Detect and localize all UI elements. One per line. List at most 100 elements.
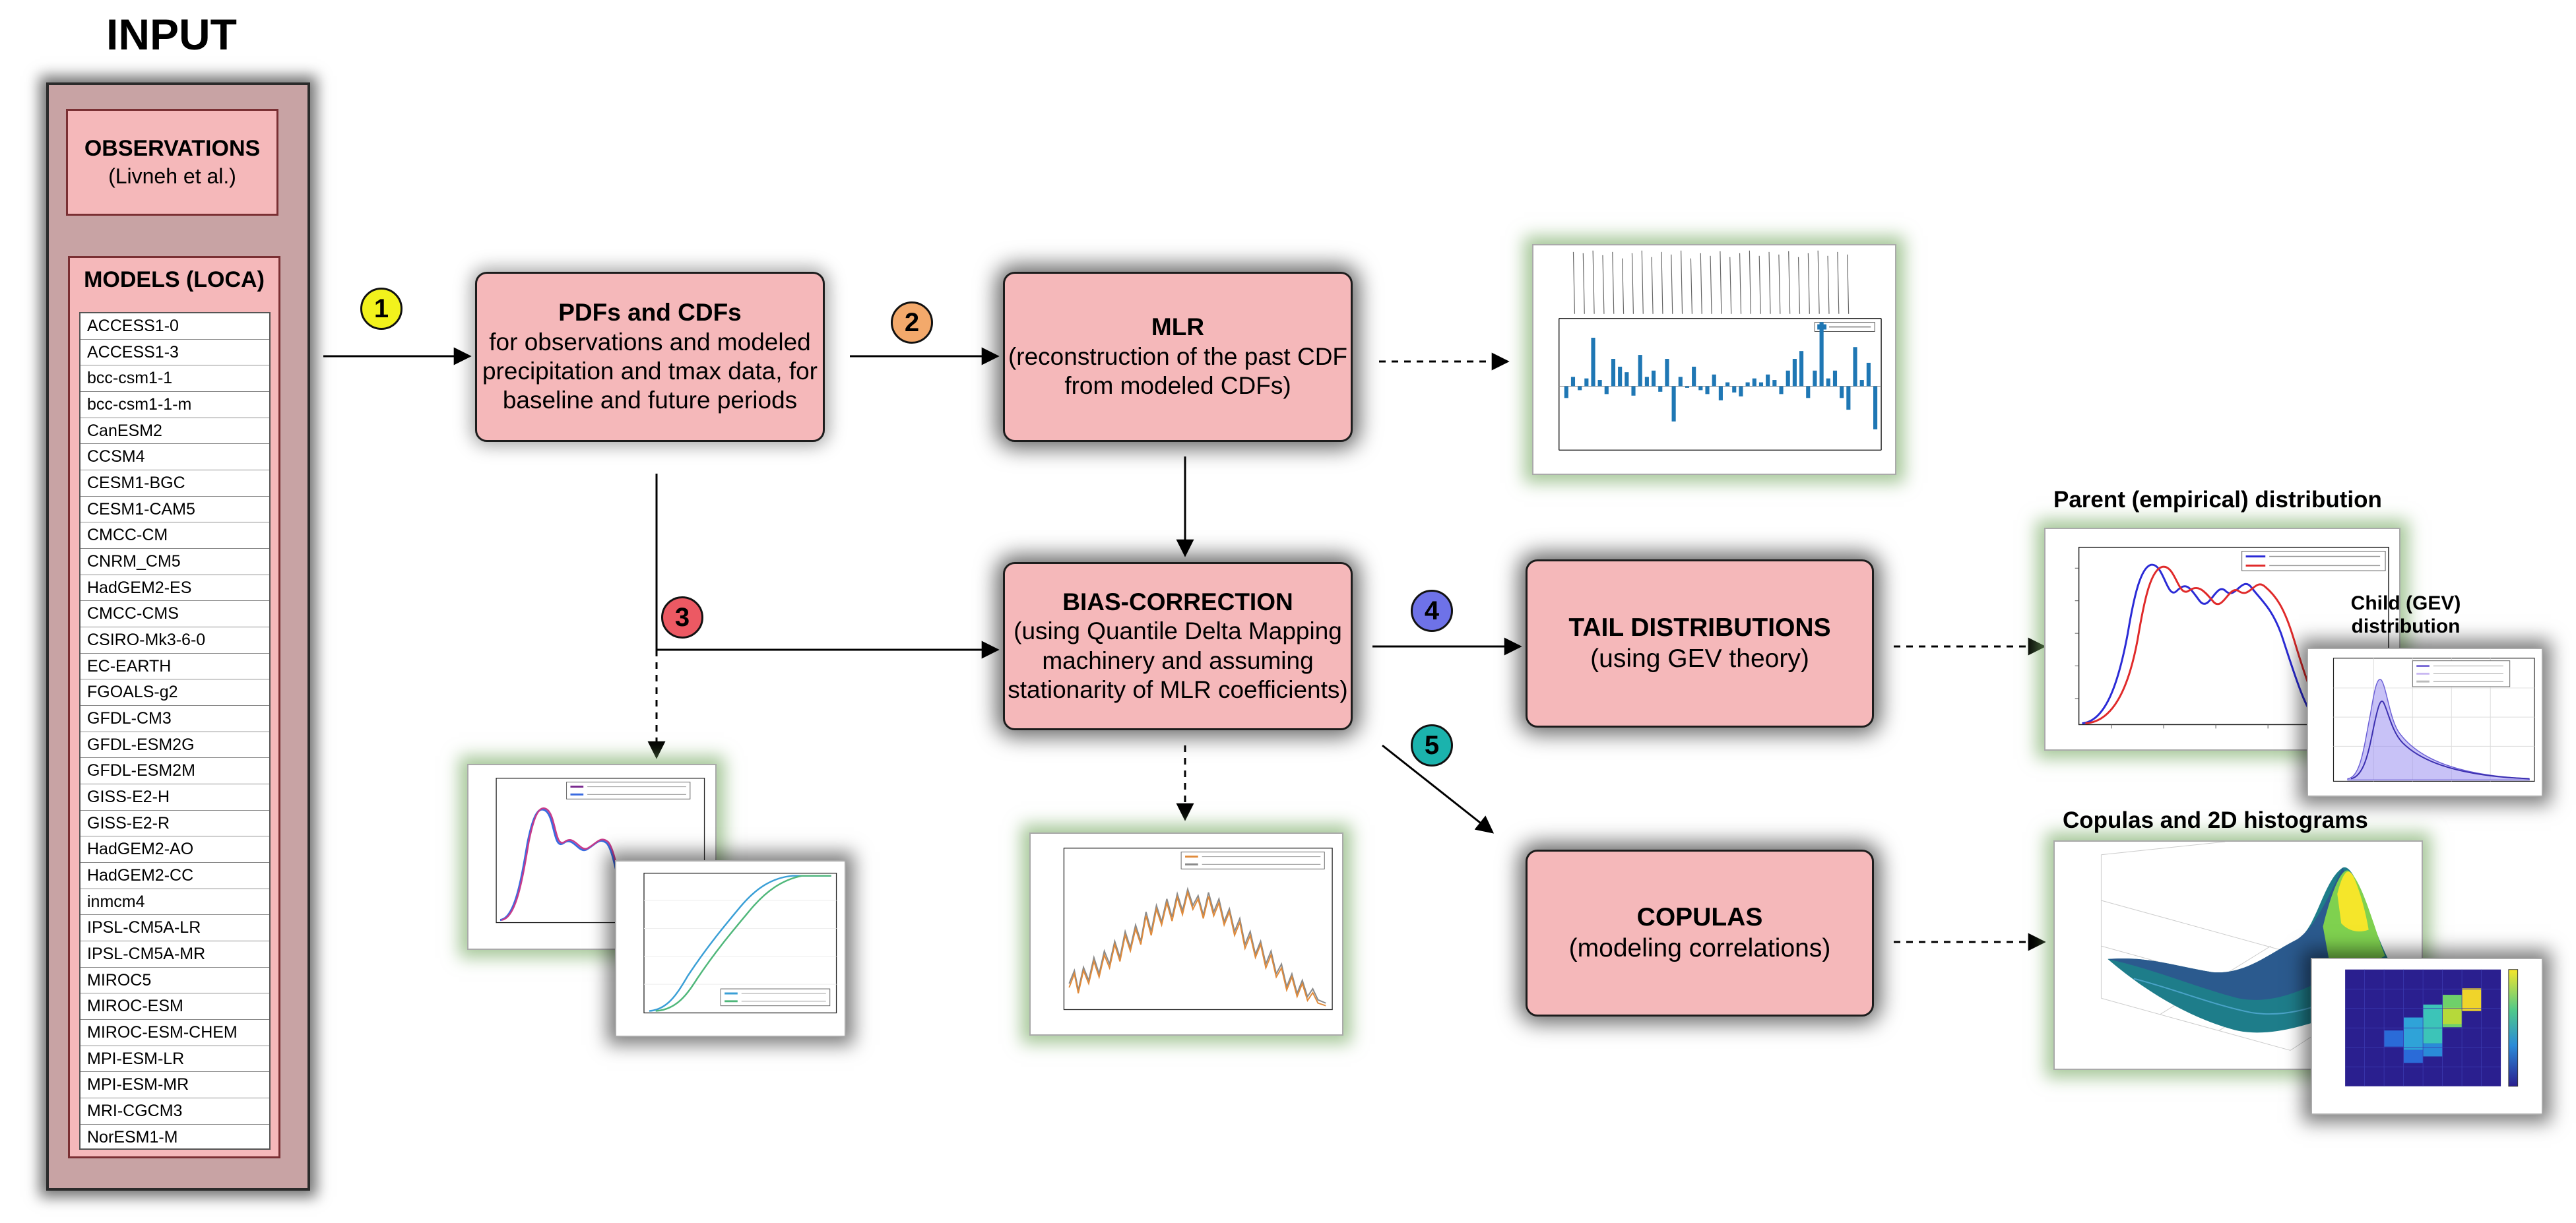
step-title: MLR	[1151, 313, 1205, 341]
mlr-bar	[1873, 386, 1878, 429]
step-title: BIAS-CORRECTION	[1062, 588, 1293, 615]
mlr-bar	[1859, 380, 1864, 387]
step-mlr: MLR (reconstruction of the past CDF from…	[1003, 272, 1353, 442]
mlr-bar	[1832, 370, 1838, 387]
mlr-bar	[1631, 386, 1636, 396]
child-plot-svg	[2333, 658, 2535, 782]
step-body: (using Quantile Delta Mapping machinery …	[1008, 617, 1348, 703]
model-list-item: CMCC-CM	[80, 522, 269, 549]
mlr-bar	[1866, 362, 1871, 387]
mlr-bar	[1692, 366, 1696, 387]
mlr-bar	[1819, 322, 1824, 387]
mlr-bar	[1685, 386, 1690, 388]
mlr-bar	[1752, 378, 1756, 387]
observations-source: (Livneh et al.)	[108, 164, 236, 188]
step-bias-correction: BIAS-CORRECTION (using Quantile Delta Ma…	[1003, 562, 1353, 730]
mlr-bar	[1665, 359, 1669, 387]
model-list-item: CSIRO-Mk3-6-0	[80, 627, 269, 654]
step-number-4: 4	[1411, 590, 1453, 632]
mlr-bar	[1799, 351, 1804, 387]
step-title: PDFs and CDFs	[558, 299, 742, 327]
2d-histogram-plot	[2311, 958, 2543, 1115]
mlr-bar	[1564, 386, 1568, 398]
parent-distribution-caption: Parent (empirical) distribution	[2053, 487, 2382, 513]
step-pdfs-cdfs: PDFs and CDFs for observations and model…	[475, 272, 825, 442]
step-number-2: 2	[891, 301, 933, 344]
mlr-bars	[1564, 322, 1878, 429]
model-list-item: MPI-ESM-LR	[80, 1046, 269, 1073]
model-list-item: bcc-csm1-1	[80, 365, 269, 392]
mlr-bar	[1792, 359, 1797, 387]
step-number-1: 1	[360, 288, 402, 330]
model-list-item: EC-EARTH	[80, 654, 269, 680]
model-list-item: CCSM4	[80, 444, 269, 471]
observations-title: OBSERVATIONS	[84, 136, 261, 161]
model-list-item: inmcm4	[80, 889, 269, 916]
step-body: (reconstruction of the past CDF from mod…	[1008, 342, 1348, 400]
model-list-item: bcc-csm1-1-m	[80, 392, 269, 418]
model-list-item: ACCESS1-3	[80, 340, 269, 366]
child-distribution-caption: Child (GEV) distribution	[2350, 592, 2461, 637]
mlr-bar	[1597, 380, 1602, 387]
model-list-item: MIROC-ESM-CHEM	[80, 1020, 269, 1046]
cdf-plot-svg	[643, 873, 837, 1014]
step-body: (modeling correlations)	[1568, 933, 1831, 962]
mlr-bar	[1644, 377, 1649, 387]
model-list-item: GFDL-CM3	[80, 706, 269, 732]
arrow-bias-to-copulas	[1382, 744, 1495, 834]
model-list-item: NorESM1-M	[87, 1127, 178, 1146]
mlr-bar	[1671, 386, 1676, 422]
step-body: (using GEV theory)	[1590, 644, 1809, 673]
input-title: INPUT	[106, 10, 237, 59]
model-list-item: MIROC-ESM	[80, 993, 269, 1020]
model-list-item: GISS-E2-R	[80, 811, 269, 837]
mlr-bar	[1638, 355, 1642, 387]
pdf-comparison-plot	[467, 764, 717, 950]
mlr-bar	[1578, 386, 1582, 391]
model-list-item: CESM1-BGC	[80, 470, 269, 497]
mlr-bar	[1786, 370, 1790, 387]
step-number-5: 5	[1411, 724, 1453, 767]
mlr-bar	[1772, 380, 1777, 387]
mlr-bar	[1846, 386, 1851, 410]
mlr-bar	[1698, 386, 1703, 391]
mlr-bar	[1739, 386, 1743, 396]
mlr-bar	[1766, 374, 1770, 387]
observations-box: OBSERVATIONS (Livneh et al.)	[66, 109, 278, 216]
mlr-coefficients-plot	[1532, 244, 1896, 475]
cdf-comparison-plot	[615, 860, 846, 1037]
step-number-3: 3	[661, 596, 703, 639]
step-title: TAIL DISTRIBUTIONS	[1568, 613, 1831, 642]
model-list-item: MPI-ESM-MR	[80, 1072, 269, 1099]
model-list-item: CNRM_CM5	[80, 549, 269, 575]
mlr-bar	[1591, 337, 1595, 387]
copulas-caption: Copulas and 2D histograms	[2063, 807, 2368, 833]
mlr-bar	[1732, 386, 1737, 393]
mlr-bar	[1604, 386, 1609, 394]
child-gev-distribution-plot	[2307, 648, 2543, 797]
mlr-bar	[1779, 386, 1784, 394]
mlr-bar	[1570, 377, 1576, 387]
2d-histogram-svg	[2345, 969, 2519, 1087]
mlr-plot-svg	[1558, 250, 1882, 451]
model-list-item: IPSL-CM5A-LR	[80, 915, 269, 942]
model-list-item: GISS-E2-H	[80, 784, 269, 811]
mlr-bar	[1705, 386, 1710, 394]
mlr-bar	[1840, 386, 1844, 398]
parent-plot-svg	[2075, 546, 2389, 729]
mlr-bar	[1745, 382, 1750, 387]
model-list-item: HadGEM2-CC	[80, 863, 269, 889]
model-list-item: GFDL-ESM2M	[80, 758, 269, 785]
mlr-bar	[1813, 370, 1817, 387]
model-list-item: HadGEM2-ES	[80, 575, 269, 602]
mlr-bar	[1725, 382, 1730, 387]
mlr-bar	[1806, 386, 1811, 398]
mlr-bar	[1611, 359, 1616, 387]
mlr-bar	[1658, 386, 1663, 392]
model-list-item: MRI-CGCM3	[80, 1098, 269, 1125]
step-tail-distributions: TAIL DISTRIBUTIONS (using GEV theory)	[1526, 559, 1874, 728]
step-body: for observations and modeled precipitati…	[482, 328, 818, 414]
